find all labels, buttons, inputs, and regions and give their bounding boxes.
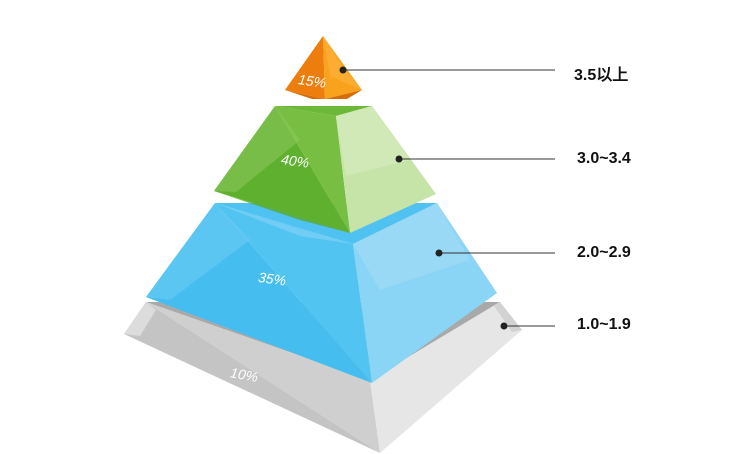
leader-base bbox=[500, 322, 555, 330]
tier-base-label: 1.0~1.9 bbox=[577, 316, 631, 333]
tier-upper-label: 3.0~3.4 bbox=[577, 150, 631, 167]
tier-top-percent: 15% bbox=[297, 71, 327, 91]
leader-dot bbox=[435, 249, 443, 257]
leader-middle bbox=[435, 249, 555, 257]
tier-top: 15% bbox=[285, 36, 362, 99]
leader-upper bbox=[395, 155, 555, 163]
tier-top-label: 3.5以上 bbox=[574, 67, 629, 84]
tier-middle: 35% bbox=[146, 203, 497, 383]
tier-base-percent: 10% bbox=[229, 364, 259, 385]
leader-dot bbox=[395, 155, 403, 163]
tier-upper: 40% bbox=[214, 106, 436, 233]
tier-middle-percent: 35% bbox=[257, 269, 287, 289]
leader-dot bbox=[339, 66, 347, 74]
leader-top bbox=[339, 66, 555, 74]
leader-dot bbox=[500, 322, 508, 330]
tier-middle-label: 2.0~2.9 bbox=[577, 244, 631, 261]
tier-upper-percent: 40% bbox=[280, 151, 310, 171]
